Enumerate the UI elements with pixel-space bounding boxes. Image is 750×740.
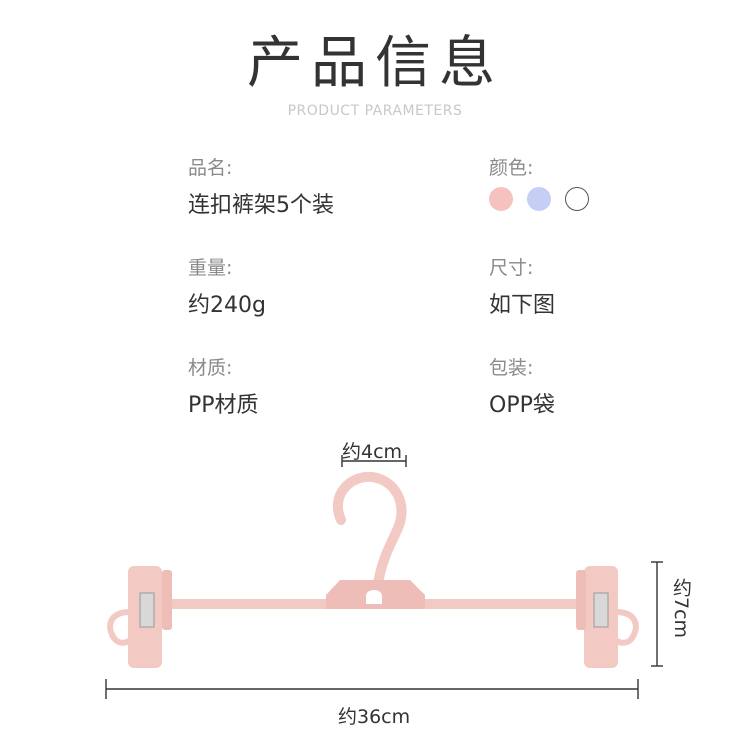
color-swatch-white <box>565 187 589 211</box>
param-color: 颜色: <box>489 153 589 211</box>
param-packaging-value: OPP袋 <box>489 393 555 418</box>
param-name-label: 品名: <box>188 157 233 179</box>
param-color-label: 颜色: <box>489 157 534 179</box>
page-subtitle: PRODUCT PARAMETERS <box>287 103 463 119</box>
length-label: 约36cm <box>338 706 411 728</box>
param-weight: 重量: 约240g <box>188 253 266 319</box>
height-dimension-line <box>651 561 663 667</box>
hook-width-dimension-line <box>341 455 407 467</box>
page-title: 产品信息 <box>247 31 503 96</box>
param-size-label: 尺寸: <box>489 257 534 279</box>
param-material-label: 材质: <box>188 357 233 379</box>
color-swatch-pink <box>489 187 513 211</box>
pants-hanger <box>107 471 639 668</box>
color-swatch-blue <box>527 187 551 211</box>
param-name: 品名: 连扣裤架5个装 <box>188 153 334 219</box>
height-label: 约7cm <box>670 578 692 639</box>
param-weight-value: 约240g <box>188 293 266 318</box>
param-packaging: 包装: OPP袋 <box>489 353 555 419</box>
length-dimension-line <box>105 679 639 699</box>
param-size: 尺寸: 如下图 <box>489 253 555 319</box>
param-material: 材质: PP材质 <box>188 353 259 419</box>
param-name-value: 连扣裤架5个装 <box>188 193 334 218</box>
color-swatches <box>489 187 589 211</box>
param-weight-label: 重量: <box>188 257 233 279</box>
hook-width-label: 约4cm <box>342 441 403 463</box>
param-packaging-label: 包装: <box>489 357 534 379</box>
param-size-value: 如下图 <box>489 293 556 318</box>
param-material-value: PP材质 <box>188 393 259 418</box>
